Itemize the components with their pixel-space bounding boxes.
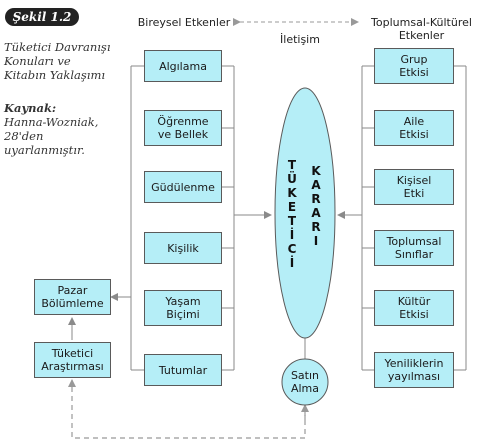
source-line: 28'den: [4, 129, 44, 143]
purchase-circle: [281, 358, 329, 406]
box-consumer-research: Tüketici Araştırması: [34, 342, 111, 378]
left-bracket: [130, 65, 235, 371]
ellipse-letter: R: [311, 220, 321, 234]
figure-title-line: Kitabın Yaklaşımı: [4, 68, 106, 82]
ellipse-letter: C: [287, 242, 297, 256]
box-personality: Kişilik: [144, 232, 222, 264]
social-cultural-header-line: Toplumsal-Kültürel: [371, 16, 472, 29]
figure-source: Kaynak: Hanna-Wozniak, 28'den uyarlanmış…: [4, 101, 98, 157]
purchase-label: Satın Alma: [290, 369, 320, 395]
feedback-dashed-loop: [68, 379, 306, 439]
communication-label: İletişim: [280, 33, 320, 46]
ellipse-letter: İ: [289, 228, 295, 242]
individual-factors-header: Bireysel Etkenler: [137, 16, 231, 29]
box-cultural-influence: Kültür Etkisi: [374, 290, 454, 326]
consumer-decision-ellipse: [274, 87, 336, 339]
ellipse-letter: A: [311, 206, 321, 220]
figure-title-line: Konuları ve: [4, 54, 71, 68]
ellipse-letter: K: [311, 164, 321, 178]
box-group-influence: Grup Etkisi: [374, 48, 454, 84]
right-bracket: [361, 65, 467, 371]
box-market-segmentation: Pazar Bölümleme: [34, 279, 111, 315]
box-lifestyle: Yaşam Biçimi: [144, 290, 222, 326]
social-cultural-header-line: Etkenler: [398, 29, 445, 42]
ellipse-letter: T: [287, 158, 297, 172]
ellipse-letter: R: [311, 192, 321, 206]
box-personal-influence: Kişisel Etki: [374, 169, 454, 205]
ellipse-letter: K: [287, 186, 297, 200]
ellipse-letter: Ü: [287, 172, 297, 186]
box-motivation: Güdülenme: [144, 171, 222, 203]
ellipse-letter: İ: [289, 256, 295, 270]
ellipse-letter: I: [313, 234, 319, 248]
figure-badge: Şekil 1.2: [5, 8, 79, 26]
ellipse-letter: T: [287, 214, 297, 228]
figure-title: Tüketici Davranışı Konuları ve Kitabın Y…: [4, 40, 111, 82]
box-attitudes: Tutumlar: [144, 354, 222, 386]
ellipse-letter: E: [287, 200, 297, 214]
box-perception: Algılama: [144, 50, 222, 82]
box-family-influence: Aile Etkisi: [374, 110, 454, 146]
social-cultural-header: Toplumsal-Kültürel Etkenler: [362, 16, 481, 42]
box-diffusion-innovations: Yeniliklerin yayılması: [374, 352, 454, 388]
figure-title-line: Tüketici Davranışı: [4, 40, 111, 54]
ellipse-text-consumer: T Ü K E T İ C İ: [286, 158, 298, 270]
source-line: uyarlanmıştır.: [4, 143, 85, 157]
source-line: Hanna-Wozniak,: [4, 115, 99, 129]
box-learning-memory: Öğrenme ve Bellek: [144, 110, 222, 146]
box-social-classes: Toplumsal Sınıflar: [374, 230, 454, 266]
source-label: Kaynak:: [4, 101, 57, 115]
ellipse-letter: A: [311, 178, 321, 192]
ellipse-text-decision: K A R A R I: [310, 164, 322, 248]
